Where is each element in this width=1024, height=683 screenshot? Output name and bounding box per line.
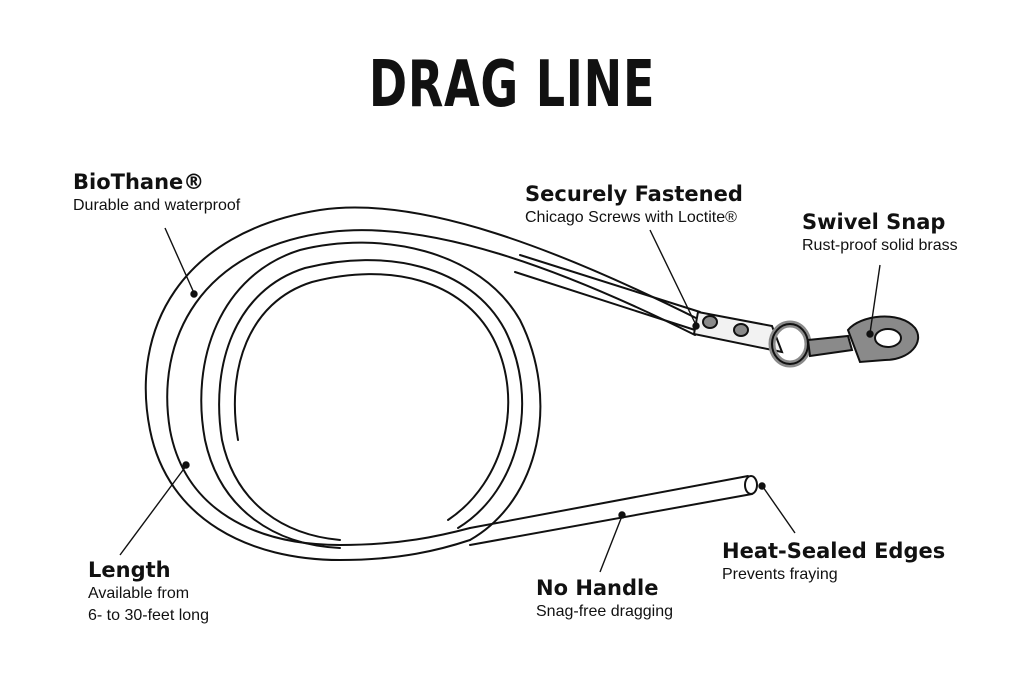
leash-strap-bottom <box>514 271 696 331</box>
callout-biothane-heading: BioThane® <box>73 170 205 194</box>
callout-fastened: Securely Fastened Chicago Screws with Lo… <box>525 181 743 229</box>
callout-biothane-desc: Durable and waterproof <box>73 197 241 214</box>
leader-fastened <box>649 229 697 326</box>
callout-handle: No Handle Snag-free dragging <box>536 575 673 623</box>
leash-inner-loop-edge <box>218 259 524 541</box>
leader-length <box>119 465 187 556</box>
leash-strap-top <box>519 254 701 313</box>
callout-handle-heading: No Handle <box>536 576 659 600</box>
page-title: DRAG LINE <box>368 48 656 122</box>
callout-length: Length Available from 6- to 30-feet long <box>88 557 209 627</box>
callout-length-desc: Available from <box>88 585 190 602</box>
callout-swivel: Swivel Snap Rust-proof solid brass <box>802 209 958 257</box>
callout-swivel-heading: Swivel Snap <box>802 210 946 234</box>
callout-edges-heading: Heat-Sealed Edges <box>722 539 946 563</box>
callout-swivel-desc: Rust-proof solid brass <box>802 237 958 254</box>
fastener-plate <box>692 310 784 354</box>
callout-edges-desc: Prevents fraying <box>722 566 838 583</box>
leader-handle <box>599 515 623 573</box>
leash-outer-loop <box>144 206 701 561</box>
leash-tail-bottom <box>469 493 753 546</box>
leader-biothane <box>164 227 195 294</box>
callout-biothane: BioThane® Durable and waterproof <box>73 169 240 217</box>
leash-inner-loop <box>200 241 542 549</box>
callout-fastened-desc: Chicago Screws with Loctite® <box>525 209 737 226</box>
leash-outer-loop-inner-edge <box>166 229 696 546</box>
callout-handle-desc: Snag-free dragging <box>536 603 673 620</box>
leader-edges <box>762 486 796 534</box>
leader-swivel <box>869 264 881 334</box>
callout-fastened-heading: Securely Fastened <box>525 182 743 206</box>
swivel-snap-hardware <box>768 315 920 368</box>
leash-inner-loop-edge-2 <box>233 273 510 521</box>
leash-tail-end <box>744 475 758 495</box>
leash-tail-top <box>469 475 749 529</box>
callout-edges: Heat-Sealed Edges Prevents fraying <box>722 538 945 586</box>
callout-length-desc-2: 6- to 30-feet long <box>88 607 209 624</box>
callout-length-heading: Length <box>88 558 171 582</box>
